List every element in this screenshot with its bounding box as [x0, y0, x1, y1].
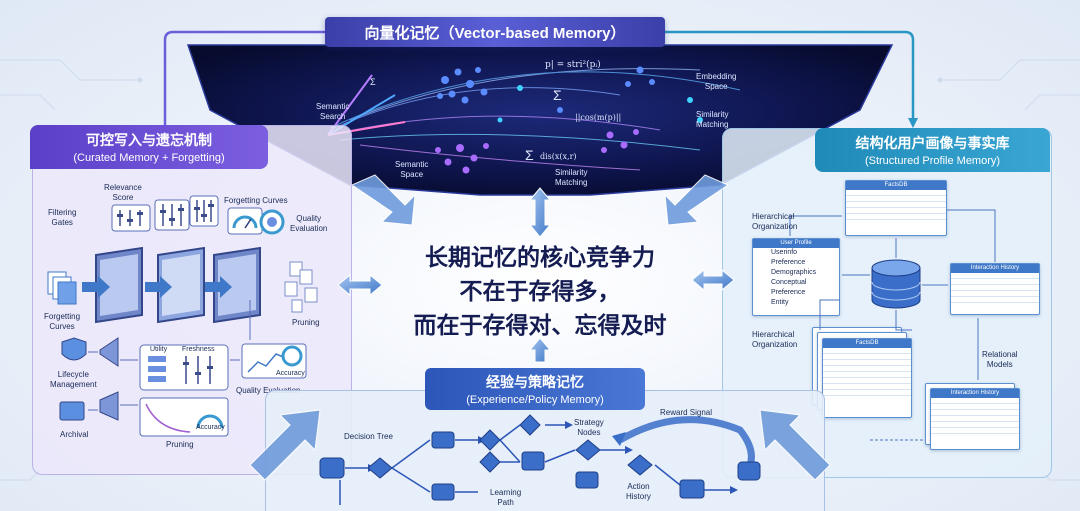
core-message: 长期记忆的核心竞争力 不在于存得多， 而在于存得对、忘得及时: [380, 240, 700, 342]
quality-evaluation-label: Quality Evaluation: [236, 386, 301, 395]
archival-label: Archival: [60, 430, 89, 439]
experience-policy-title: 经验与策略记忆 (Experience/Policy Memory): [425, 368, 645, 410]
interaction-history-header-2: Interaction History: [931, 389, 1019, 398]
formula-3: dis(x(x,r): [540, 152, 577, 161]
similarity-matching-label-2: Similarity Matching: [555, 168, 588, 187]
semantic-space-label: Semantic Space: [395, 160, 429, 179]
user-profile-row-0: Userinfo: [771, 249, 798, 256]
curated-memory-title: 可控写入与遗忘机制 (Curated Memory + Forgetting): [30, 125, 268, 169]
structured-profile-title: 结构化用户画像与事实库 (Structured Profile Memory): [815, 128, 1050, 172]
relevance-score-label: Relevance Score: [104, 183, 142, 202]
pruning-chart: [139, 397, 229, 437]
pruning-docs-icon: [284, 261, 318, 313]
experience-policy-title-cn: 经验与策略记忆: [486, 374, 584, 390]
filtering-gates-label: Filtering Gates: [48, 208, 77, 227]
interaction-history-table-1: Interaction History: [950, 263, 1040, 315]
hierarchical-org-label-2: Hierarchical Organization: [752, 330, 798, 349]
database-icon: [871, 259, 921, 309]
archival-folder-icon: [59, 391, 119, 421]
strategy-nodes-label: Strategy Nodes: [574, 418, 604, 437]
svg-text:Σ: Σ: [370, 77, 376, 87]
factsdb-bottom-table: FactsDB: [822, 338, 912, 418]
svg-text:Σ: Σ: [525, 147, 534, 163]
factsdb-bottom-header: FactsDB: [823, 339, 911, 348]
utility-freshness-board: [139, 344, 229, 391]
arrow-left-bidir: [337, 273, 383, 297]
structured-profile-title-cn: 结构化用户画像与事实库: [855, 135, 1010, 151]
arrow-top-left-diag: [350, 174, 416, 226]
forgetting-gauge-icon: [227, 207, 285, 235]
user-profile-row-1: Preference: [771, 259, 806, 266]
accuracy-label-1: Accuracy: [276, 370, 305, 377]
lifecycle-shield-icon: [61, 337, 119, 367]
reward-signal-label: Reward Signal: [660, 408, 713, 417]
hierarchical-org-label-1: Hierarchical Organization: [752, 212, 798, 231]
utility-label: Utility: [150, 346, 168, 353]
arrow-top-right-diag: [664, 174, 730, 226]
svg-text:Σ: Σ: [553, 87, 562, 103]
document-stack-icon: [47, 271, 77, 305]
user-profile-row-5: Entity: [771, 299, 789, 306]
interaction-history-header-1: Interaction History: [951, 264, 1039, 273]
lifecycle-management-label: Lifecycle Management: [50, 370, 97, 389]
user-profile-row-3: Conceptual: [771, 279, 807, 286]
user-profile-row-4: Preference: [771, 289, 806, 296]
core-message-line-2: 不在于存得多，: [459, 278, 621, 304]
user-profile-table: User Profile Userinfo Preference Demogra…: [752, 238, 840, 316]
accuracy-label-2: Accuracy: [196, 424, 225, 431]
structured-profile-title-en: (Structured Profile Memory): [864, 155, 1001, 167]
relevance-sliders-icon: [111, 195, 219, 232]
experience-policy-title-en: (Experience/Policy Memory): [466, 394, 604, 406]
quality-eval-chart: [241, 343, 307, 379]
user-profile-header: User Profile: [753, 239, 839, 248]
arrow-bottom-right-diag: [759, 409, 831, 481]
user-profile-row-2: Demographics: [771, 269, 817, 276]
arrow-to-center-from-top: [528, 187, 552, 238]
filtering-gates-icon: [82, 246, 261, 324]
relational-models-label: Relational Models: [982, 350, 1018, 369]
factsdb-top-header: FactsDB: [846, 181, 946, 190]
forgetting-curves-label: Forgetting Curves: [44, 312, 81, 331]
vector-memory-title: 向量化记忆（Vector-based Memory）: [325, 17, 665, 47]
arrow-right-bidir: [691, 268, 735, 292]
interaction-history-table-2: Interaction History: [930, 388, 1020, 450]
core-message-line-3: 而在于存得对、忘得及时: [413, 312, 667, 338]
factsdb-top-table: FactsDB: [845, 180, 947, 236]
curated-memory-title-cn: 可控写入与遗忘机制: [86, 132, 212, 148]
decision-tree-label: Decision Tree: [344, 432, 393, 441]
freshness-label: Freshness: [182, 346, 215, 353]
formula-1: p| = stri²(pᵢ): [545, 60, 601, 70]
core-message-line-1: 长期记忆的核心竞争力: [425, 244, 655, 270]
quality-evaluation-top-label: Quality Evaluation: [290, 214, 328, 233]
arrow-bottom-left-diag: [249, 409, 321, 481]
action-history-label: Action History: [626, 482, 651, 501]
learning-path-label: Learning Path: [490, 488, 522, 507]
curated-memory-title-en: (Curated Memory + Forgetting): [73, 152, 225, 164]
forgetting-curves-top-label: Forgetting Curves: [224, 196, 288, 205]
formula-2: ||cos(m(p)||: [575, 113, 622, 122]
semantic-search-label: Semantic Search: [316, 102, 350, 121]
similarity-matching-label-1: Similarity Matching: [696, 110, 729, 129]
pruning-top-label: Pruning: [292, 318, 320, 327]
arrow-from-bottom: [528, 337, 552, 363]
pruning-label: Pruning: [166, 440, 194, 449]
embedding-space-label: Embedding Space: [696, 72, 737, 91]
